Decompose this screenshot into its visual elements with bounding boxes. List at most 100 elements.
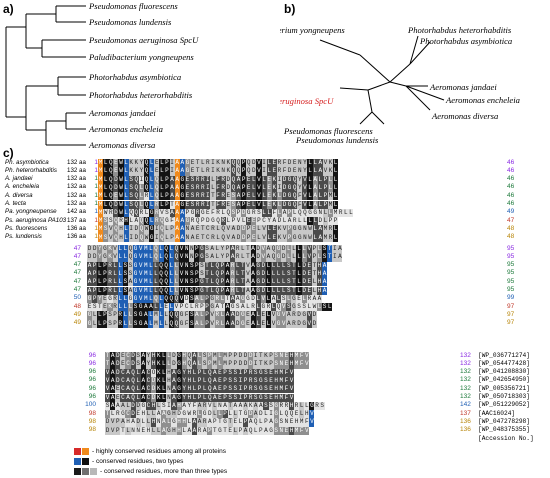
residue: A: [230, 319, 236, 328]
residue: L: [149, 183, 155, 193]
residue: A: [110, 385, 116, 394]
residue: D: [150, 376, 157, 386]
residue: E: [184, 192, 190, 201]
residue: E: [205, 208, 211, 218]
residue: A: [317, 225, 323, 234]
residue: Q: [292, 192, 298, 201]
residue: P: [196, 393, 203, 402]
residue: G: [287, 192, 293, 201]
residue: A: [161, 410, 167, 419]
residue: R: [143, 192, 150, 201]
residue: L: [270, 278, 277, 287]
residue: A: [235, 294, 241, 304]
residue: W: [118, 200, 124, 209]
residue: T: [245, 245, 251, 254]
residue: L: [296, 261, 302, 270]
residue: A: [286, 319, 292, 328]
start-position: 1: [94, 233, 98, 241]
residue: L: [103, 183, 109, 193]
residue: L: [210, 175, 216, 184]
residue: T: [245, 253, 251, 262]
residue: P: [311, 253, 317, 262]
residue: E: [260, 319, 266, 328]
residue: A: [248, 418, 254, 427]
residue: A: [312, 192, 318, 201]
residue: G: [312, 208, 318, 218]
residue: R: [118, 217, 124, 226]
end-position: 142: [460, 401, 471, 409]
residue: F: [281, 159, 288, 168]
residue: V: [260, 294, 266, 304]
residue: Q: [235, 159, 242, 168]
residue: H: [186, 376, 192, 386]
residue: G: [210, 217, 216, 226]
residue: A: [143, 319, 149, 328]
residue: S: [253, 376, 259, 386]
residue: D: [133, 225, 139, 234]
residue: A: [179, 233, 185, 242]
residue: K: [128, 159, 134, 168]
residue: A: [250, 311, 256, 320]
residue: T: [204, 278, 210, 287]
residue: L: [281, 269, 287, 279]
residue: S: [204, 245, 210, 254]
residue: Y: [138, 159, 144, 168]
residue: Q: [127, 245, 133, 254]
residue: D: [301, 278, 307, 287]
residue: A: [110, 360, 116, 369]
residue: G: [87, 319, 93, 328]
residue: L: [255, 319, 261, 328]
residue: P: [219, 269, 225, 279]
residue: T: [169, 200, 175, 209]
residue: P: [256, 217, 262, 226]
residue: T: [227, 401, 233, 411]
residue: I: [205, 183, 211, 193]
residue: A: [194, 294, 200, 304]
residue: E: [113, 167, 119, 176]
residue: A: [87, 269, 93, 279]
residue: A: [140, 393, 146, 402]
residue: L: [148, 253, 154, 262]
residue: I: [237, 385, 243, 394]
residue: L: [127, 311, 133, 320]
end-position: 97: [507, 302, 515, 310]
residue: P: [102, 319, 108, 328]
residue: L: [286, 253, 292, 262]
residue: F: [191, 401, 197, 411]
residue: D: [260, 269, 266, 279]
residue: I: [210, 167, 216, 176]
residue: Q: [270, 253, 277, 262]
residue: Y: [186, 401, 192, 411]
residue: V: [304, 360, 310, 369]
residue: E: [225, 200, 231, 209]
residue: E: [113, 192, 119, 201]
residue: G: [176, 376, 182, 386]
residue: D: [311, 319, 317, 328]
residue: K: [271, 192, 277, 201]
residue: A: [87, 278, 93, 287]
residue: E: [184, 175, 190, 184]
residue: Q: [133, 200, 139, 209]
residue: Q: [163, 294, 169, 304]
tree-a-taxon: Paludibacterium yongneupens: [88, 52, 194, 62]
residue: L: [307, 159, 313, 168]
residue: D: [281, 245, 287, 254]
residue: L: [122, 253, 128, 262]
residue: T: [204, 269, 210, 279]
residue: E: [271, 167, 277, 176]
residue: L: [103, 175, 109, 184]
residue: D: [281, 175, 288, 184]
residue: L: [212, 401, 218, 411]
residue: L: [161, 368, 167, 377]
residue: G: [217, 426, 223, 435]
residue: E: [184, 183, 190, 193]
residue: M: [153, 319, 159, 328]
residue: Q: [138, 217, 144, 226]
residue: L: [112, 269, 118, 279]
residue: Q: [127, 253, 133, 262]
residue: K: [276, 225, 282, 234]
residue: V: [304, 426, 310, 435]
residue: Q: [253, 418, 259, 427]
